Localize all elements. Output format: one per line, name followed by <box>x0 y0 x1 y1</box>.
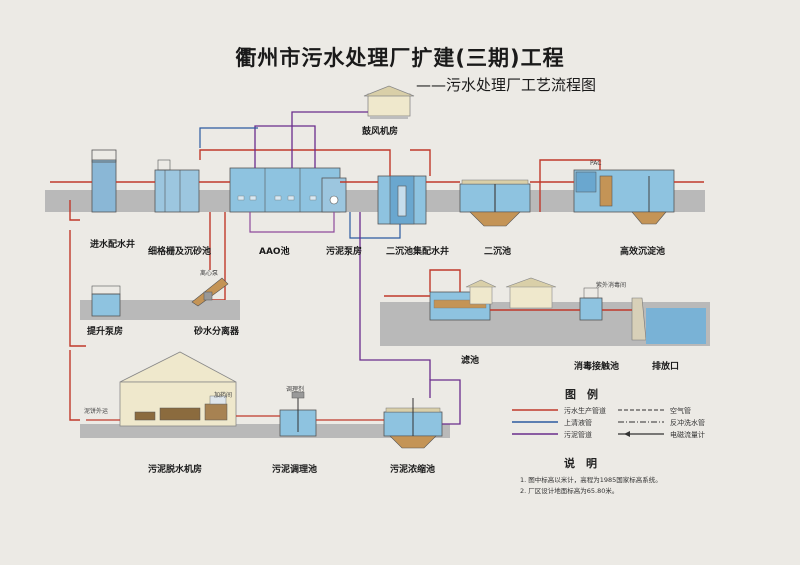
label-aao: AAO池 <box>259 247 290 257</box>
legend-item-supernatant: 上清液管 <box>564 419 592 427</box>
ground-band-row3 <box>80 424 450 438</box>
label-screen-grit: 细格栅及沉砂池 <box>148 247 212 257</box>
annotation-mud-cake: 泥饼外运 <box>84 408 109 415</box>
legend-item-flowmeter: 电磁流量计 <box>670 431 705 439</box>
legend-item-sewage: 污水生产管道 <box>564 407 606 415</box>
legend-item-sludge: 污泥管道 <box>564 431 592 439</box>
label-blower-house: 鼓风机房 <box>362 127 399 137</box>
label-sludge-thickening: 污泥浓缩池 <box>390 465 436 475</box>
label-filter: 滤池 <box>461 356 480 366</box>
disinfection-contact-tank <box>579 287 603 321</box>
filter-tank <box>429 279 497 321</box>
label-disinfection: 消毒接触池 <box>574 362 620 372</box>
label-inflow-well: 进水配水井 <box>90 240 136 250</box>
legend-heading: 图 例 <box>565 388 598 401</box>
page-title: 衢州市污水处理厂扩建(三期)工程 <box>235 46 565 70</box>
label-secondary-clarifier: 二沉池 <box>484 247 512 257</box>
annotation-conditioner: 调理剂 <box>286 386 305 393</box>
blower-house-building <box>363 85 415 119</box>
sludge-pump-house <box>321 177 347 213</box>
annotation-pac: PAC <box>590 160 602 167</box>
screen-grit-chamber <box>154 159 200 213</box>
annotation-dosing: 加药间 <box>214 392 233 399</box>
annotation-uv-room: 紫外消毒间 <box>596 282 627 289</box>
note-1: 1. 图中标高以米计，高程为1985国家标高系统。 <box>520 476 662 484</box>
outfall <box>631 297 706 344</box>
legend-swatches <box>512 409 664 437</box>
return-sludge-pipes <box>249 212 335 233</box>
label-high-eff-settling: 高效沉淀池 <box>620 247 666 257</box>
label-sand-separator: 砂水分离器 <box>194 327 240 337</box>
label-outfall: 排放口 <box>652 362 680 372</box>
label-sludge-conditioning: 污泥调理池 <box>272 465 318 475</box>
secondary-well <box>377 175 427 225</box>
dewatering-building <box>119 351 237 427</box>
sewage-pipes-row1 <box>50 149 704 212</box>
label-secondary-well: 二沉池集配水井 <box>386 247 450 257</box>
inflow-well <box>91 149 117 213</box>
notes-heading: 说 明 <box>564 457 597 470</box>
sludge-pipe-return <box>359 212 461 425</box>
note-2: 2. 厂区设计地面标高为65.80米。 <box>520 487 619 495</box>
label-dewatering: 污泥脱水机房 <box>148 465 203 475</box>
uv-disinfection-room <box>505 277 557 309</box>
legend-item-air: 空气管 <box>670 407 691 415</box>
legend-item-backwash: 反冲洗水管 <box>670 419 705 427</box>
supernatant-pipes <box>199 127 401 239</box>
annotation-pump: 离心泵 <box>200 270 219 277</box>
label-sludge-pump: 污泥泵房 <box>326 247 363 257</box>
page-subtitle: ——污水处理厂工艺流程图 <box>416 76 597 94</box>
sand-separator <box>191 277 229 307</box>
lift-pump-house <box>91 285 121 317</box>
sludge-conditioning-tank <box>279 391 317 437</box>
sludge-thickening-tank <box>383 398 443 449</box>
sludge-pipes-row3 <box>86 415 384 421</box>
label-lift-pump: 提升泵房 <box>87 327 124 337</box>
secondary-clarifier <box>459 179 531 227</box>
air-pipes <box>254 111 368 168</box>
sewage-pipes-row2 <box>384 269 632 311</box>
high-efficiency-settling-tank <box>573 169 675 225</box>
